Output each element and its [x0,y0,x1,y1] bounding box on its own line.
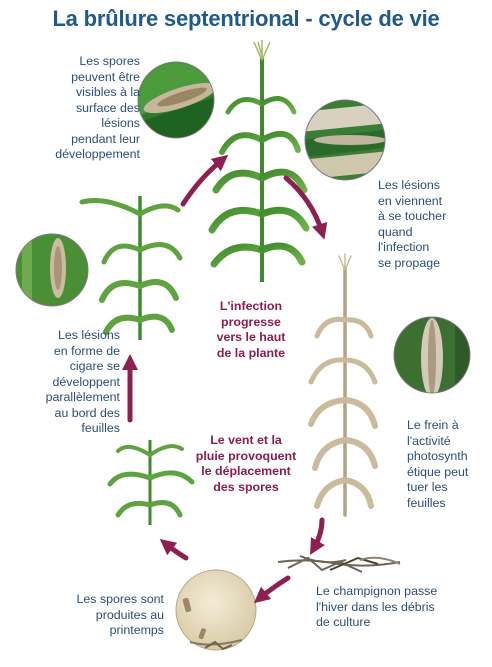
caption-overwinter: Le champignon passe l'hiver dans les déb… [316,584,438,629]
caption-infection-up: L'infection progresse vers le haut de la… [216,299,286,360]
corn-plant-icon [107,440,195,525]
caption-spores-visible: Les spores peuvent être visibles à la su… [55,54,140,161]
caption-photosynthesis: Le frein à l'activité photosynth étique … [407,418,469,510]
corn-plant-icon [208,40,310,282]
page-title: La brûlure septentrional - cycle de vie [52,6,440,31]
spore-disc-icon [175,569,257,651]
caption-spores-spring: Les spores sont produites au printemps [76,592,164,637]
leaf-lesion-closeup-icon [138,62,214,138]
crop-debris-icon [277,555,401,573]
leaf-lesion-closeup-icon [394,317,470,393]
caption-lesions-touch: Les lésions en viennent à se toucher qua… [378,178,447,270]
corn-plant-icon [308,253,378,517]
leaf-lesion-closeup-icon [16,234,88,306]
caption-cigar-lesions: Les lésions en forme de cigare se dévelo… [45,328,120,435]
caption-wind-rain: Le vent et la pluie provoquent le déplac… [195,433,297,494]
leaf-lesion-closeup-icon [305,100,385,180]
corn-plant-icon [79,196,183,340]
cycle-arrow-icon [121,154,328,604]
